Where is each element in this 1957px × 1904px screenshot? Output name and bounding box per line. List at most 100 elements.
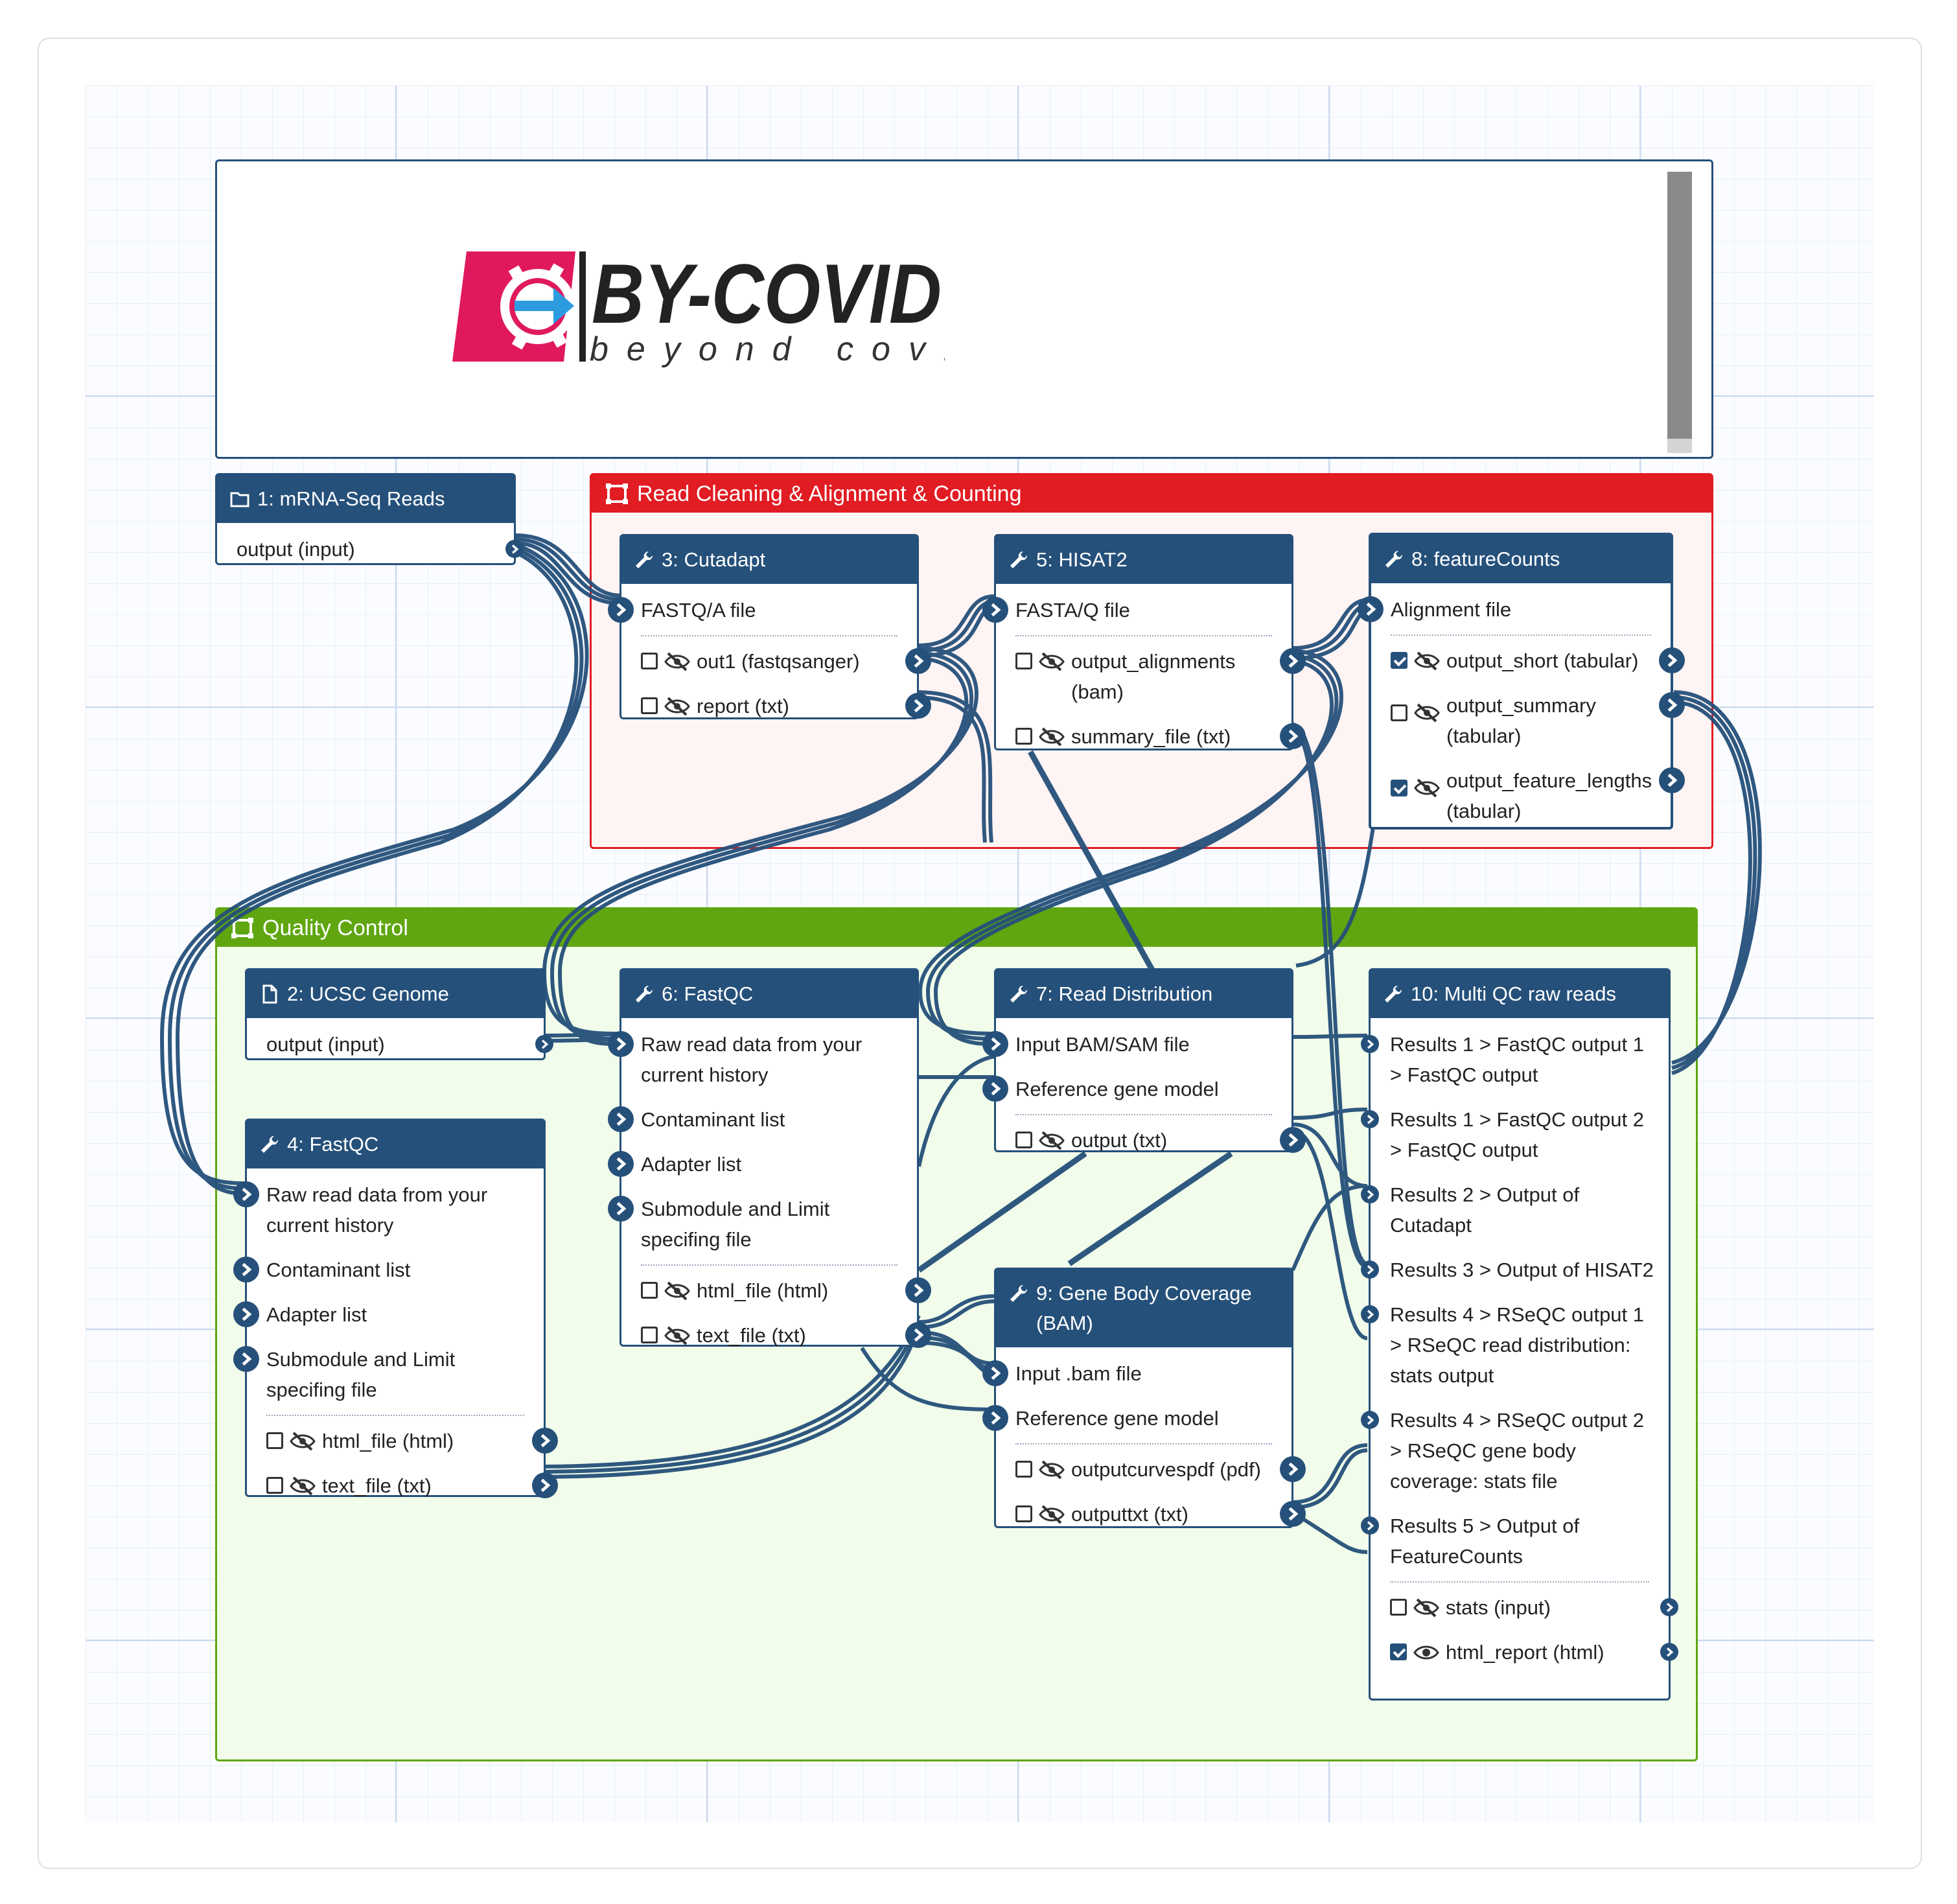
input-port[interactable]	[1361, 1260, 1379, 1279]
output-checkbox-checked[interactable]	[1391, 780, 1407, 796]
node-header[interactable]: 8: featureCounts	[1371, 535, 1671, 583]
input-label: Results 3 > Output of HISAT2	[1390, 1259, 1654, 1281]
input-port[interactable]	[1361, 1035, 1379, 1053]
output-checkbox[interactable]	[1015, 1505, 1032, 1522]
output-port[interactable]	[1280, 1127, 1306, 1153]
workflow-node[interactable]: 9: Gene Body Coverage (BAM) Input .bam f…	[982, 1268, 1306, 1528]
input-port[interactable]	[608, 1151, 634, 1177]
output-checkbox[interactable]	[1015, 1132, 1032, 1148]
output-port[interactable]	[905, 648, 931, 674]
eye-slash-icon[interactable]	[290, 1432, 316, 1451]
eye-icon[interactable]	[1413, 1643, 1439, 1662]
eye-slash-icon[interactable]	[1039, 652, 1065, 671]
input-port[interactable]	[608, 1196, 634, 1222]
node-header[interactable]: 4: FastQC	[247, 1120, 544, 1168]
output-checkbox[interactable]	[1015, 653, 1032, 669]
output-port[interactable]	[905, 1277, 931, 1303]
eye-slash-icon[interactable]	[664, 652, 690, 671]
output-port[interactable]	[1280, 723, 1306, 749]
input-port[interactable]	[233, 1181, 259, 1207]
eye-slash-icon[interactable]	[1414, 778, 1440, 798]
output-port[interactable]	[505, 540, 524, 558]
output-checkbox[interactable]	[641, 653, 658, 669]
eye-slash-icon[interactable]	[664, 1281, 690, 1301]
eye-slash-icon[interactable]	[290, 1476, 316, 1496]
output-port[interactable]	[1280, 648, 1306, 674]
input-port[interactable]	[1361, 1516, 1379, 1535]
input-port[interactable]	[982, 1360, 1008, 1386]
output-checkbox[interactable]	[641, 697, 658, 714]
output-port[interactable]	[1660, 1598, 1678, 1616]
output-port[interactable]	[905, 693, 931, 719]
eye-slash-icon[interactable]	[664, 1326, 690, 1345]
output-port[interactable]	[1659, 767, 1685, 793]
node-header[interactable]: 7: Read Distribution	[996, 970, 1291, 1018]
workflow-node[interactable]: 8: featureCounts Alignment file output_s…	[1358, 533, 1685, 830]
input-port[interactable]	[982, 1076, 1008, 1102]
output-checkbox-checked[interactable]	[1390, 1643, 1407, 1660]
output-port[interactable]	[905, 1322, 931, 1348]
output-checkbox[interactable]	[641, 1282, 658, 1299]
eye-slash-icon[interactable]	[1414, 651, 1440, 671]
eye-slash-icon[interactable]	[1039, 1131, 1065, 1150]
output-checkbox[interactable]	[1391, 704, 1407, 721]
output-checkbox-checked[interactable]	[1391, 652, 1407, 669]
node-header[interactable]: 9: Gene Body Coverage (BAM)	[996, 1270, 1291, 1347]
input-port[interactable]	[608, 597, 634, 623]
eye-slash-icon[interactable]	[664, 697, 690, 716]
input-port[interactable]	[233, 1257, 259, 1283]
output-checkbox[interactable]	[1390, 1599, 1407, 1616]
workflow-node[interactable]: 5: HISAT2 FASTA/Q file output_alignments…	[982, 534, 1306, 750]
node-header[interactable]: 6: FastQC	[621, 970, 917, 1018]
eye-slash-icon[interactable]	[1039, 727, 1065, 747]
workflow-node[interactable]: 10: Multi QC raw reads Results 1 > FastQ…	[1361, 968, 1678, 1701]
output-port[interactable]	[1280, 1456, 1306, 1482]
input-port[interactable]	[608, 1031, 634, 1057]
eye-slash-icon[interactable]	[1039, 1460, 1065, 1480]
node-header[interactable]: 3: Cutadapt	[621, 536, 917, 584]
input-port[interactable]	[1358, 596, 1384, 622]
group-header[interactable]: Quality Control	[217, 909, 1696, 947]
workflow-node[interactable]: 1: mRNA-Seq Reads output (input)	[215, 473, 524, 565]
node-header[interactable]: 2: UCSC Genome	[247, 970, 544, 1018]
node-header[interactable]: 10: Multi QC raw reads	[1371, 970, 1669, 1018]
input-port[interactable]	[982, 1031, 1008, 1057]
workflow-node[interactable]: 7: Read Distribution Input BAM/SAM file …	[982, 968, 1306, 1153]
output-checkbox[interactable]	[1015, 728, 1032, 745]
output-checkbox[interactable]	[266, 1477, 283, 1494]
input-port[interactable]	[1361, 1305, 1379, 1323]
output-port[interactable]	[532, 1428, 558, 1454]
output-label: html_file (html)	[322, 1430, 454, 1452]
logo-frame[interactable]	[215, 159, 1713, 459]
input-port[interactable]	[982, 1405, 1008, 1431]
eye-slash-icon[interactable]	[1414, 703, 1440, 723]
output-checkbox[interactable]	[266, 1432, 283, 1449]
output-port[interactable]	[532, 1472, 558, 1498]
output-port[interactable]	[1659, 647, 1685, 673]
output-port[interactable]	[1660, 1643, 1678, 1661]
output-port[interactable]	[1280, 1501, 1306, 1527]
input-port[interactable]	[233, 1346, 259, 1372]
file-icon	[262, 984, 277, 1004]
input-port[interactable]	[233, 1301, 259, 1327]
input-port[interactable]	[982, 597, 1008, 623]
workflow-node[interactable]: 4: FastQC Raw read data from your curren…	[233, 1119, 558, 1498]
input-port[interactable]	[1361, 1110, 1379, 1128]
eye-slash-icon[interactable]	[1039, 1505, 1065, 1524]
node-header[interactable]: 1: mRNA-Seq Reads	[217, 475, 514, 523]
group-header[interactable]: Read Cleaning & Alignment & Counting	[592, 475, 1711, 513]
eye-slash-icon[interactable]	[1413, 1598, 1439, 1618]
output-checkbox[interactable]	[1015, 1461, 1032, 1478]
input-port[interactable]	[1361, 1411, 1379, 1429]
workflow-node[interactable]: 6: FastQC Raw read data from your curren…	[608, 968, 931, 1348]
frame-scrollbar[interactable]	[1667, 172, 1692, 453]
input-port[interactable]	[608, 1106, 634, 1132]
input-port[interactable]	[1361, 1185, 1379, 1203]
output-port[interactable]	[1659, 692, 1685, 718]
node-header[interactable]: 5: HISAT2	[996, 536, 1291, 584]
workflow-node[interactable]: 3: Cutadapt FASTQ/A file out1 (fastqsang…	[608, 534, 931, 719]
output-port[interactable]	[535, 1035, 553, 1053]
workflow-node[interactable]: 2: UCSC Genome output (input)	[245, 968, 553, 1060]
input-row: FASTA/Q file	[982, 588, 1291, 633]
output-checkbox[interactable]	[641, 1327, 658, 1343]
